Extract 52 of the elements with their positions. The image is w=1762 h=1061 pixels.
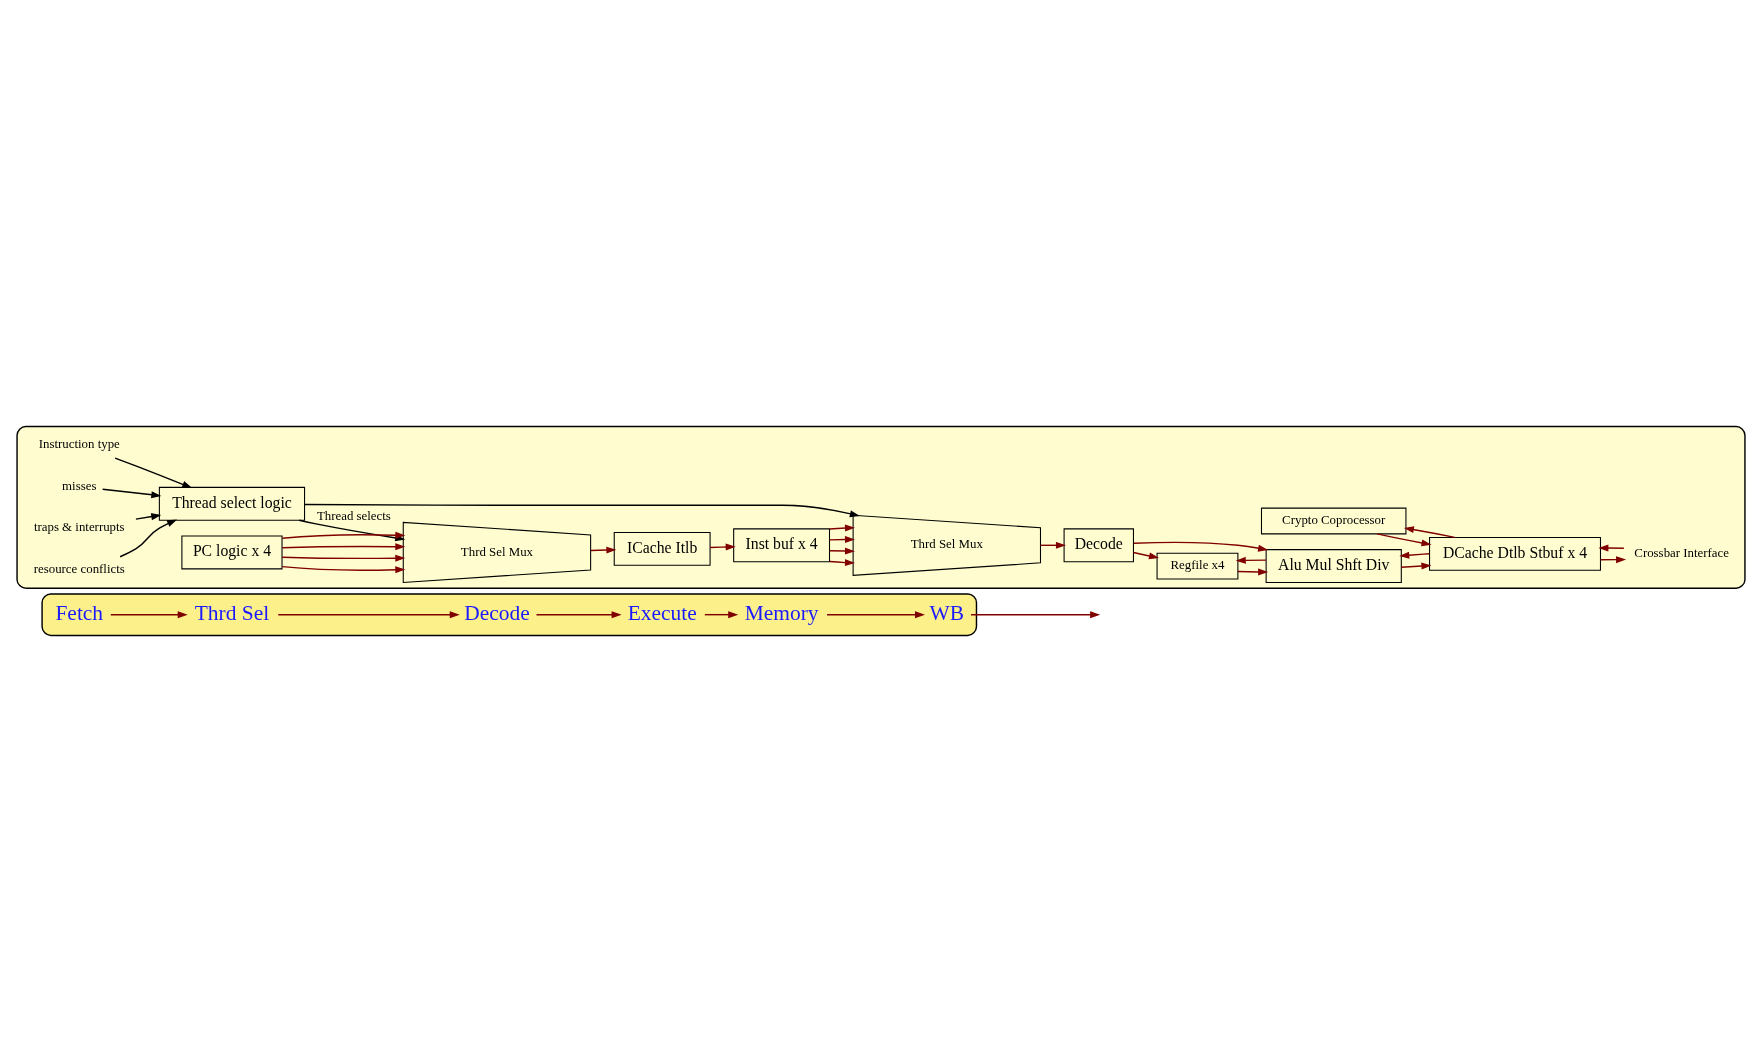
node-text: Execute — [627, 600, 697, 625]
arrow — [704, 610, 739, 618]
node-text: Thrd Sel — [194, 600, 270, 625]
arrow — [135, 512, 162, 520]
node-box: Thrd Sel Mux — [852, 514, 1042, 576]
arrow — [826, 610, 925, 618]
node-text: Memory — [744, 600, 819, 625]
arrow — [1237, 567, 1269, 575]
arrow — [828, 558, 855, 566]
arrow — [1376, 532, 1432, 546]
arrow — [1400, 562, 1432, 570]
node-box: DCache Dtlb Stbuf x 4 — [1429, 536, 1601, 571]
arrow — [119, 518, 178, 557]
node-text: misses — [62, 478, 97, 493]
arrow — [281, 565, 406, 573]
arrow — [828, 524, 855, 532]
node-box: PC logic x 4 — [181, 534, 283, 569]
arrow — [1399, 551, 1430, 559]
arrow — [828, 547, 855, 555]
arrow — [277, 610, 460, 618]
arrow — [1598, 544, 1625, 552]
cluster — [41, 592, 978, 636]
arrow — [1235, 556, 1267, 564]
node-text: Instruction type — [38, 436, 120, 451]
node-box: Decode — [1063, 527, 1134, 562]
node-box: Crypto Coprocessor — [1260, 507, 1407, 534]
node-text: Decode — [464, 600, 530, 625]
node-box: Thrd Sel Mux — [402, 521, 592, 583]
node-text: resource conflicts — [33, 561, 125, 576]
node-text: traps & interrupts — [33, 519, 125, 534]
node-box: Alu Mul Shft Div — [1265, 548, 1402, 583]
node-text: Crossbar Interface — [1634, 545, 1729, 560]
arrow — [101, 488, 162, 498]
arrow — [590, 546, 617, 554]
node-box: ICache Itlb — [613, 531, 711, 566]
arrow — [1403, 525, 1456, 538]
arrow — [709, 542, 736, 550]
arrow — [281, 542, 406, 550]
arrow — [535, 610, 622, 618]
cluster — [16, 425, 1746, 589]
node-box: Inst buf x 4 — [733, 527, 831, 562]
node-box: Thread select logic — [158, 486, 306, 521]
node-text: Fetch — [55, 600, 104, 625]
arrow — [110, 610, 188, 618]
arrow — [304, 503, 860, 517]
arrow — [114, 456, 193, 488]
arrow — [1133, 541, 1269, 552]
arrow — [970, 610, 1101, 618]
node-text: WB — [929, 600, 965, 625]
node-box: Regfile x4 — [1156, 552, 1239, 579]
edge-label: Thread selects — [316, 508, 391, 523]
arrow — [281, 554, 406, 562]
